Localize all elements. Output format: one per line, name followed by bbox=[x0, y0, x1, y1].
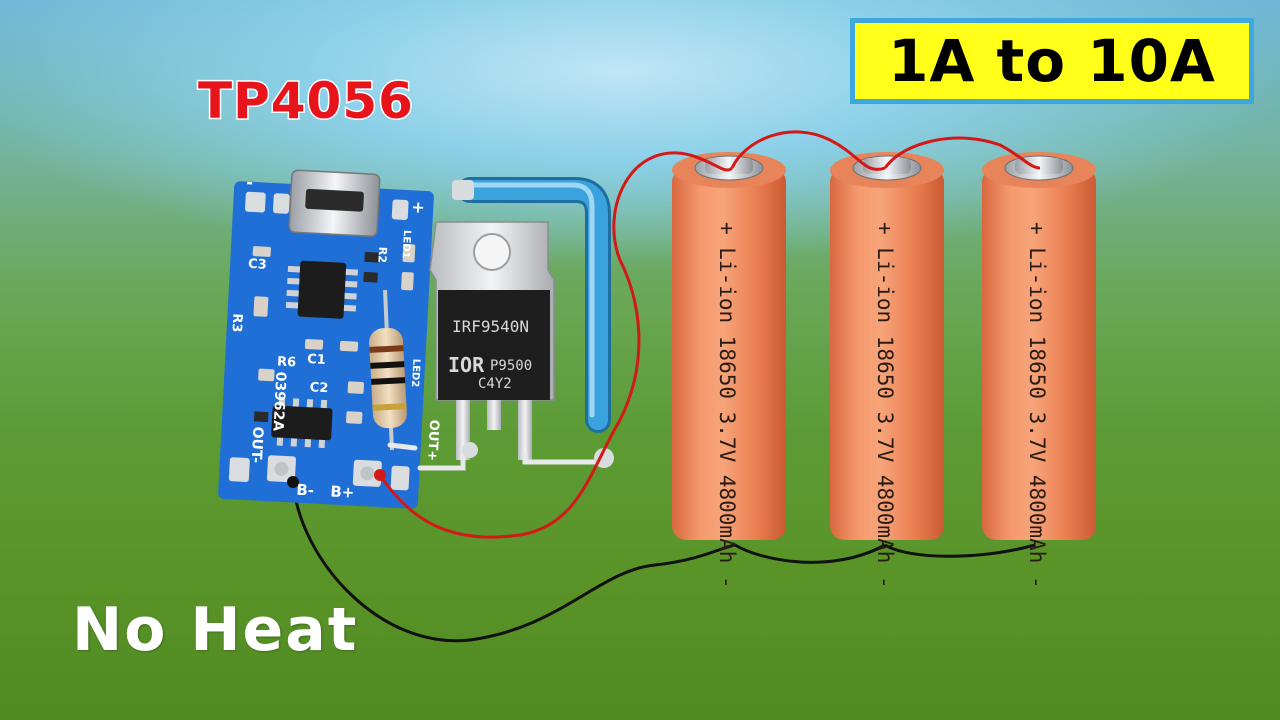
silk-minus: - bbox=[246, 173, 254, 192]
blue-wire bbox=[452, 177, 611, 433]
module-title: TP4056 bbox=[197, 71, 415, 132]
silk-c3: C3 bbox=[248, 257, 267, 273]
bare-wire-links bbox=[387, 442, 603, 471]
silk-r3: R3 bbox=[229, 313, 245, 333]
silk-led1: LED1 bbox=[400, 230, 412, 259]
silk-r6: R6 bbox=[277, 354, 297, 370]
silk-b-plus: B+ bbox=[330, 482, 355, 501]
red-wire-joint bbox=[374, 469, 386, 481]
silk-out-plus: OUT+ bbox=[424, 419, 441, 461]
silk-c2: C2 bbox=[309, 380, 328, 396]
current-range-text: 1A to 10A bbox=[888, 27, 1216, 95]
silk-out-minus: OUT- bbox=[248, 426, 266, 464]
resistor bbox=[369, 289, 407, 451]
tp4056-charger-module: C3 R3 R6 C1 C2 03962A OUT- OUT+ B- B+ LE… bbox=[218, 169, 441, 509]
mosfet-logo: IOR bbox=[448, 353, 485, 377]
protection-chip bbox=[271, 405, 333, 441]
battery-label-2: + Li-ion 18650 3.7V 4800mAh - bbox=[873, 222, 897, 589]
black-wire-joint bbox=[287, 476, 299, 488]
mosfet-code-1: P9500 bbox=[490, 358, 532, 374]
current-range-badge: 1A to 10A bbox=[850, 18, 1254, 104]
silk-03962a: 03962A bbox=[269, 371, 288, 431]
silk-led2: LED2 bbox=[409, 358, 421, 387]
black-wire bbox=[291, 481, 1036, 643]
silk-b-minus: B- bbox=[296, 481, 315, 500]
mosfet-code-2: C4Y2 bbox=[478, 376, 512, 392]
battery-label-1: + Li-ion 18650 3.7V 4800mAh - bbox=[715, 222, 739, 589]
no-heat-caption: No Heat bbox=[72, 595, 359, 665]
silk-c1: C1 bbox=[307, 352, 326, 368]
silk-r2: R2 bbox=[375, 246, 389, 263]
battery-cell-2 bbox=[830, 152, 944, 540]
red-wire bbox=[378, 130, 1041, 539]
silk-plus: + bbox=[411, 197, 425, 217]
battery-label-3: + Li-ion 18650 3.7V 4800mAh - bbox=[1025, 222, 1049, 589]
mosfet-part-number: IRF9540N bbox=[452, 317, 529, 336]
solder-joint bbox=[462, 442, 478, 458]
tp4056-chip bbox=[297, 260, 347, 319]
battery-cell-1 bbox=[672, 152, 786, 540]
irf9540n-mosfet: IRF9540N IOR P9500 C4Y2 bbox=[429, 221, 555, 460]
